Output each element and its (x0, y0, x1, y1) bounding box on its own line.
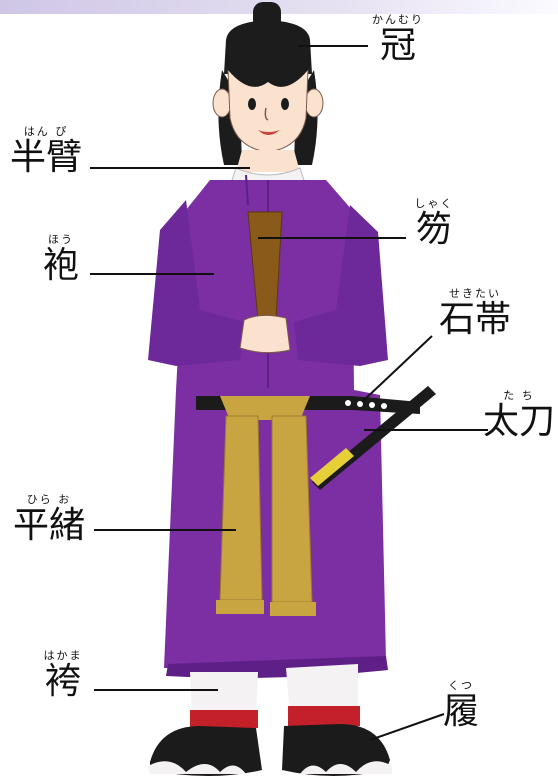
ruby-hou: ほう (48, 233, 74, 246)
ruby-kanmuri: かんむり (372, 13, 424, 26)
label-hirao: ひら お 平緒 (6, 494, 92, 546)
kutsu-shoes (148, 724, 392, 776)
label-tachi: た ち 太刀 (480, 390, 558, 442)
ruby-hanpi: はん ぴ (23, 125, 69, 138)
ruby-hakama: はかま (43, 649, 83, 662)
label-kanmuri: かんむり 冠 (368, 14, 428, 66)
kanji-kutsu: 履 (442, 691, 479, 732)
ruby-hirao: ひら お (26, 493, 72, 506)
label-hanpi: はん ぴ 半臂 (4, 126, 88, 178)
ruby-tachi: た ち (503, 389, 535, 402)
kanji-shaku: 笏 (415, 209, 452, 250)
ruby-sekitai: せきたい (449, 287, 501, 300)
kanji-sekitai: 石帯 (438, 299, 511, 340)
label-sekitai: せきたい 石帯 (432, 288, 518, 340)
kanji-hanpi: 半臂 (9, 137, 82, 178)
kanmuri-cap (224, 2, 312, 74)
label-kutsu: くつ 履 (436, 680, 486, 732)
face (227, 64, 309, 153)
label-hou: ほう 袍 (36, 234, 86, 286)
hirao-sash (216, 396, 316, 616)
kanji-hou: 袍 (42, 245, 79, 286)
label-shaku: しゃく 笏 (408, 198, 460, 250)
label-hakama: はかま 袴 (34, 650, 92, 702)
tachi-sword (310, 386, 436, 490)
kanji-hakama: 袴 (44, 661, 81, 702)
kanji-tachi: 太刀 (482, 401, 555, 442)
hakama-trousers (190, 664, 360, 728)
ruby-shaku: しゃく (414, 197, 454, 210)
kanji-hirao: 平緒 (12, 505, 85, 546)
ruby-kutsu: くつ (448, 679, 474, 692)
kanji-kanmuri: 冠 (379, 25, 416, 66)
